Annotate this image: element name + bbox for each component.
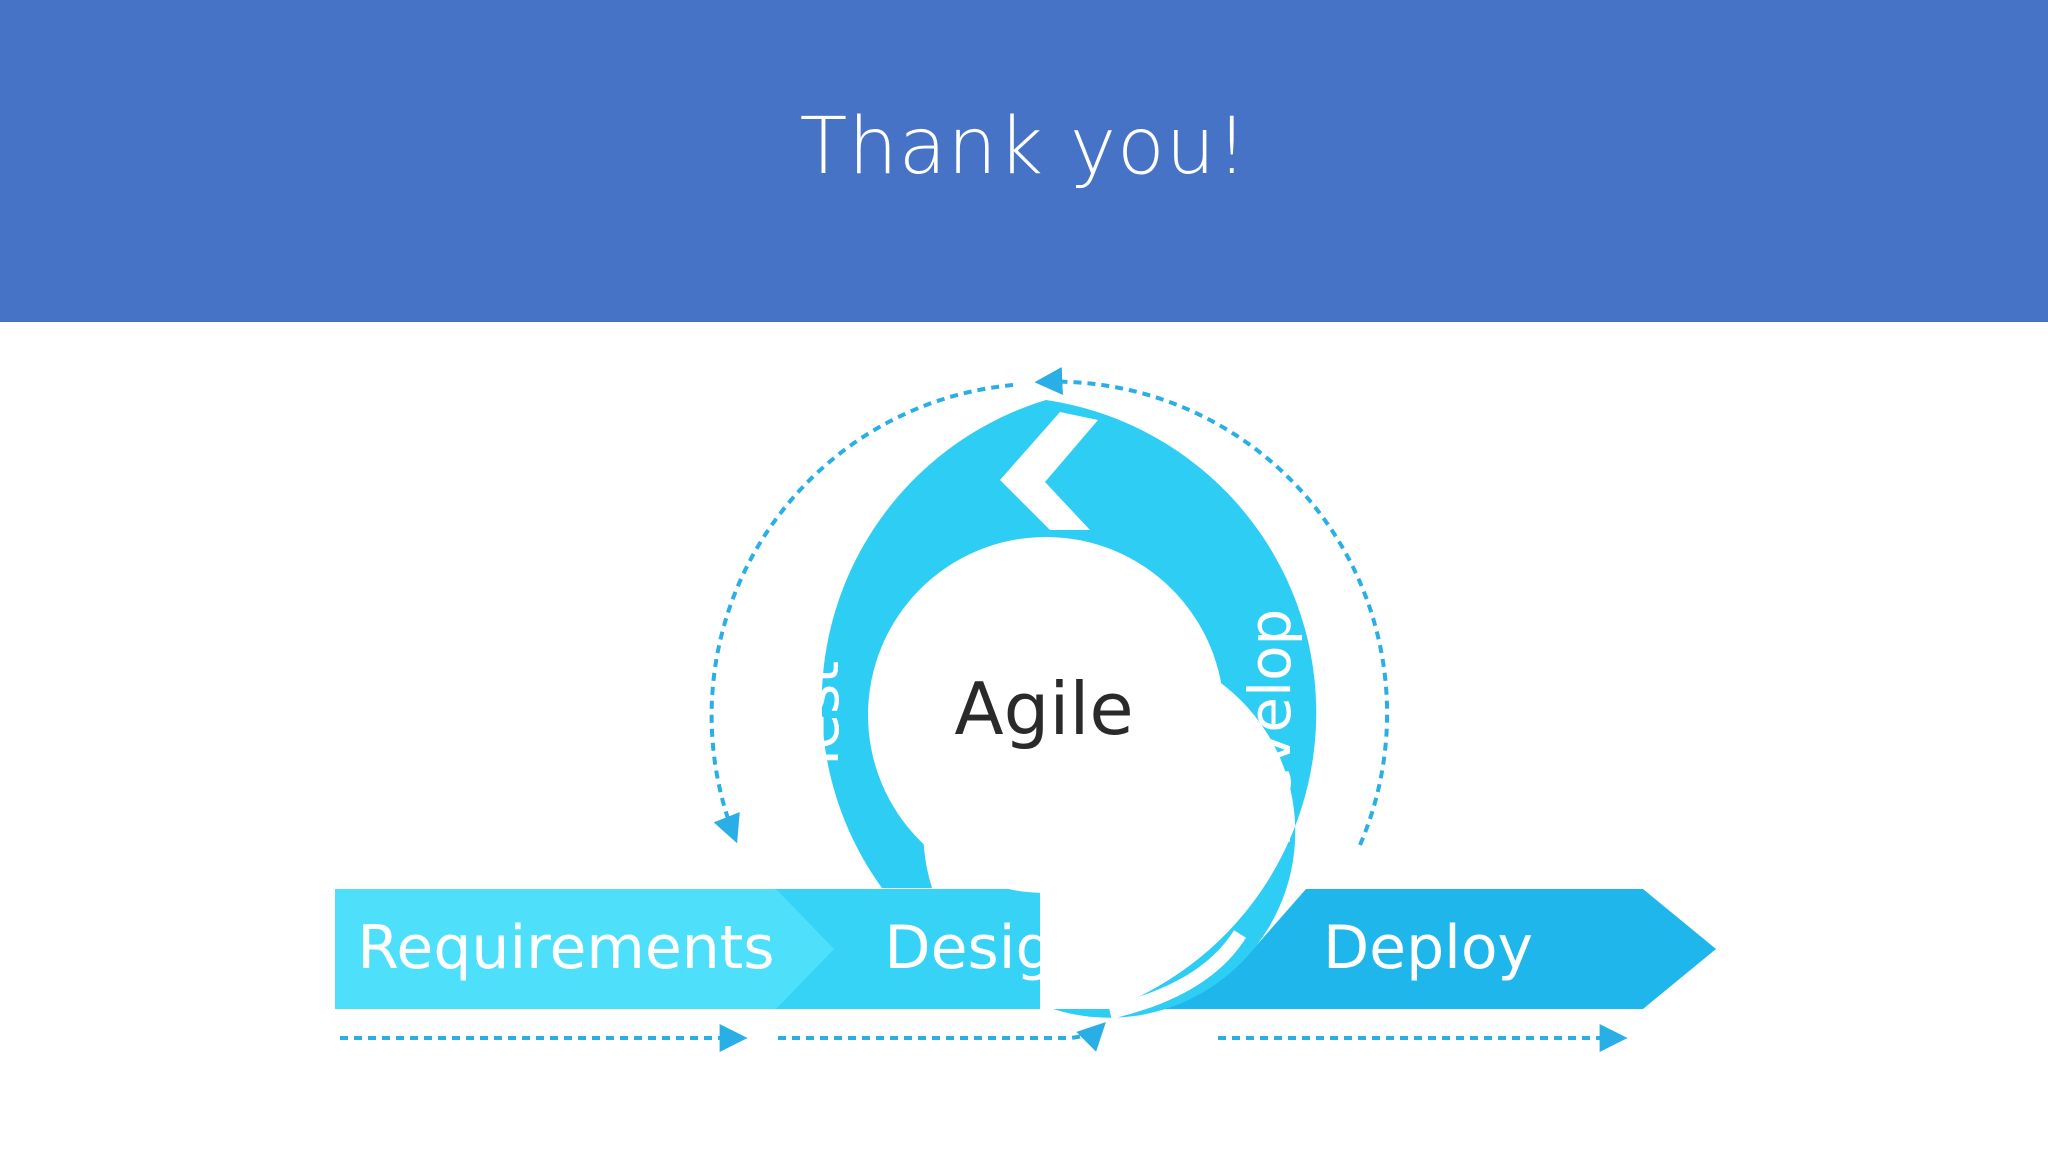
requirements-label: Requirements: [357, 913, 774, 983]
slide-title: Thank you!: [799, 102, 1249, 192]
design-arrow: [776, 889, 1040, 1009]
agile-loop: [821, 400, 1317, 1019]
deploy-label: Deploy: [1323, 913, 1533, 983]
requirements-arrow: [335, 889, 836, 1009]
outer-dashed-arrows: [709, 367, 1390, 846]
test-label: Test: [784, 661, 852, 776]
design-label: Design: [884, 913, 1091, 983]
title-band: Thank you!: [0, 0, 2048, 322]
develop-label: Develop: [1236, 609, 1304, 848]
bottom-dashed-arrows: [340, 1022, 1628, 1052]
agile-diagram: Requirements Design Deploy Test Develop …: [0, 322, 2048, 1152]
agile-center-label: Agile: [954, 667, 1133, 751]
deploy-arrow: [1153, 889, 1716, 1009]
